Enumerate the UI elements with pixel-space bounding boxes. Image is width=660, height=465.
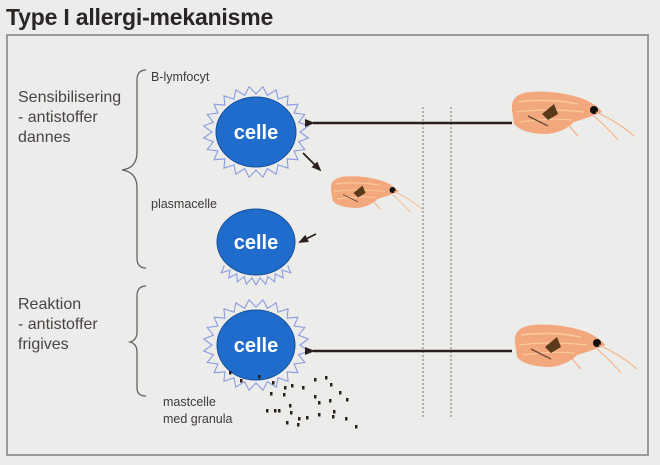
- reaction-line-1: Reaktion: [18, 296, 82, 313]
- diagram-frame: [6, 34, 649, 456]
- sensitization-line-1: Sensibilisering: [18, 89, 122, 106]
- granule: [286, 421, 289, 425]
- sensitization-brace: [121, 69, 147, 269]
- shrimp-allergen-top: [511, 90, 635, 141]
- granule: [339, 391, 342, 395]
- granule: [283, 393, 286, 397]
- b-lymphocyte-cell: celle: [202, 85, 310, 179]
- granule: [314, 378, 317, 382]
- granule: [318, 401, 321, 405]
- granule: [229, 371, 232, 375]
- sensitization-line-3: dannes: [18, 129, 71, 146]
- antibody-spikes: [202, 85, 310, 179]
- plasma-cell-text: celle: [234, 232, 278, 254]
- granule: [270, 392, 273, 396]
- granule: [314, 395, 317, 399]
- reaction-line-2: - antistoffer: [18, 316, 98, 333]
- plasma-cell: celle: [216, 208, 296, 287]
- mast-cell-label-line-2: med granula: [163, 412, 233, 426]
- reaction-brace: [127, 285, 147, 397]
- antibody-spikes: [202, 298, 310, 392]
- reaction-label: Reaktion - antistoffer frigives: [18, 295, 98, 355]
- granule: [346, 398, 349, 402]
- mast-cell-text: celle: [234, 335, 278, 357]
- plasma-cell-label: plasmacelle: [151, 197, 218, 211]
- sensitization-line-2: - antistoffer: [18, 109, 98, 126]
- granule: [302, 386, 305, 390]
- granule: [345, 417, 348, 421]
- granule: [272, 381, 275, 385]
- granule: [278, 409, 281, 413]
- granule: [289, 404, 292, 408]
- granule: [290, 411, 293, 415]
- granule: [284, 386, 287, 390]
- granule: [330, 383, 333, 387]
- mast-cell: celle: [202, 298, 310, 392]
- granule: [266, 409, 269, 413]
- granule: [325, 376, 328, 380]
- granule: [298, 417, 301, 421]
- antibody-release-arrow: [298, 233, 317, 243]
- b-lymphocyte-label: B-lymfocyt: [151, 70, 210, 84]
- granule: [240, 379, 243, 383]
- granule: [291, 384, 294, 388]
- shrimp-allergen-middle: [330, 175, 424, 214]
- mast-cell-label: mastcelle med granula: [163, 394, 233, 428]
- granule: [329, 399, 332, 403]
- granule: [332, 415, 335, 419]
- granule: [297, 423, 300, 427]
- granule: [355, 425, 358, 429]
- sensitization-label: Sensibilisering - antistoffer dannes: [18, 88, 121, 148]
- differentiation-arrow: [302, 152, 322, 172]
- shrimp-allergen-bottom: [514, 323, 638, 374]
- granule: [318, 413, 321, 417]
- diagram-title: Type I allergi-mekanisme: [6, 4, 274, 30]
- b-lymphocyte-cell-text: celle: [234, 122, 278, 144]
- reaction-line-3: frigives: [18, 336, 69, 353]
- granule: [274, 409, 277, 413]
- granule: [258, 375, 261, 379]
- granule: [333, 410, 336, 414]
- granule: [306, 416, 309, 420]
- antibody-spikes-partial: [220, 265, 292, 287]
- granula-dots: [229, 371, 358, 429]
- mast-cell-label-line-1: mastcelle: [163, 395, 216, 409]
